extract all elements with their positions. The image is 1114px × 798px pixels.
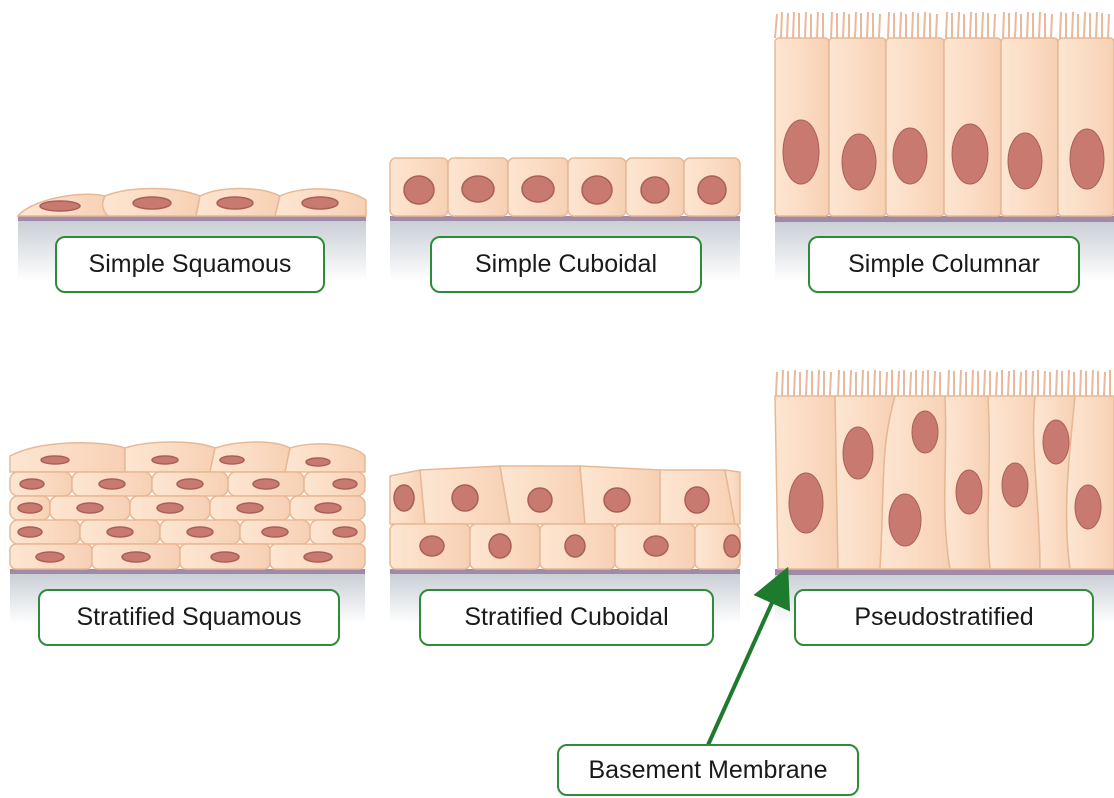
label-simple-squamous: Simple Squamous	[55, 236, 325, 293]
simple-cuboidal-cells	[390, 158, 740, 216]
stratified-cuboidal-cells	[390, 466, 740, 569]
basement-membrane-line	[775, 216, 1114, 222]
label-basement-membrane: Basement Membrane	[557, 744, 859, 796]
label-stratified-cuboidal: Stratified Cuboidal	[419, 589, 714, 646]
basement-membrane-line	[775, 569, 1114, 575]
basement-membrane-line	[390, 216, 740, 221]
label-simple-cuboidal: Simple Cuboidal	[430, 236, 702, 293]
label-simple-columnar: Simple Columnar	[808, 236, 1080, 293]
stratified-squamous-cells	[10, 442, 365, 569]
label-pseudostratified: Pseudostratified	[794, 589, 1094, 646]
pseudostratified-cells	[775, 370, 1114, 569]
simple-columnar-cells	[775, 12, 1114, 216]
simple-squamous-cells	[18, 189, 366, 217]
label-stratified-squamous: Stratified Squamous	[38, 589, 340, 646]
